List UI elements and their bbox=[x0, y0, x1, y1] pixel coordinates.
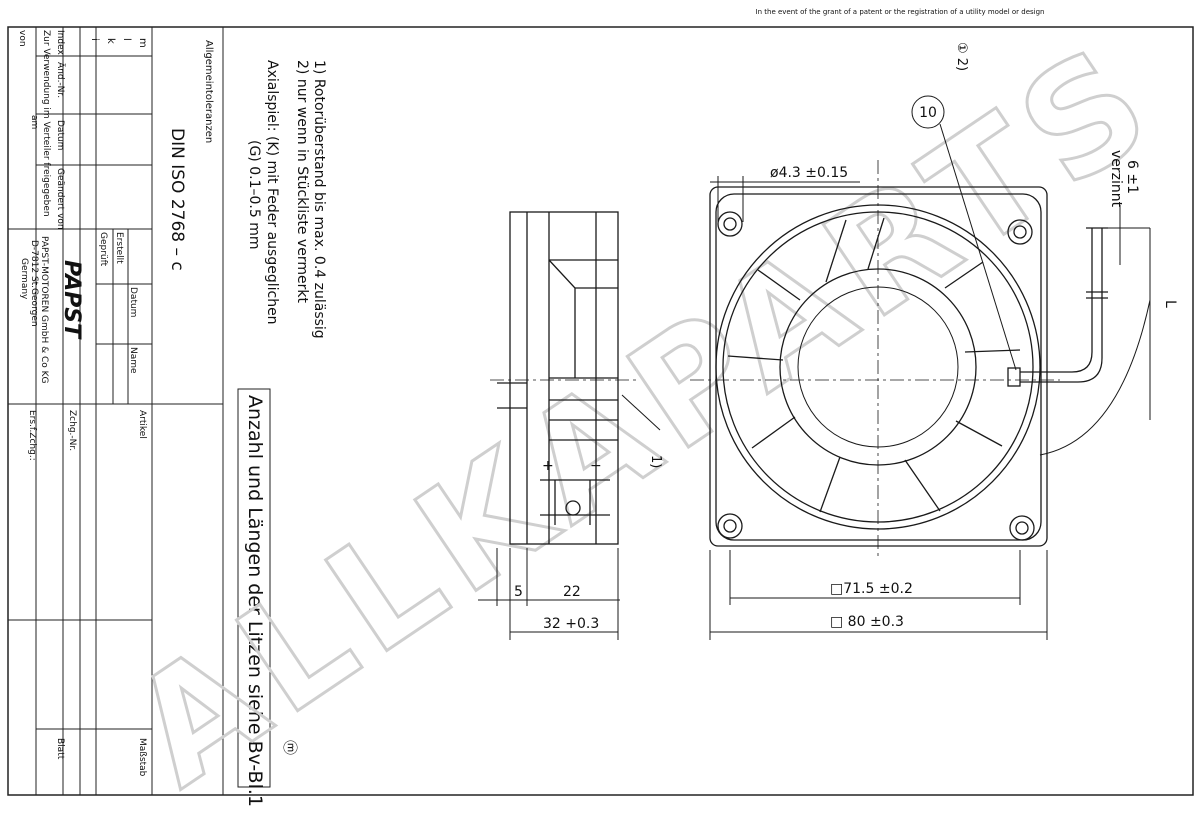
company-line3: Germany bbox=[19, 258, 29, 300]
sheet-label: Blatt bbox=[55, 738, 65, 760]
company-logo: PAPST bbox=[59, 260, 84, 340]
notes: 1) Rotorüberstand bis max. 0.4 zulässig … bbox=[237, 60, 327, 807]
front-dimensions bbox=[709, 95, 1151, 640]
size-dim: □ 80 ±0.3 bbox=[830, 614, 904, 630]
side-view-labels: + − 1) bbox=[542, 455, 663, 474]
side-dimension-labels: 5 22 32 +0.3 bbox=[514, 584, 599, 632]
checked-label: Geprüft bbox=[98, 232, 108, 267]
wire-length-label: L bbox=[1162, 300, 1178, 308]
note-axial-play-g: (G) 0.1–0.5 mm bbox=[246, 140, 262, 249]
title-block-text: Allgemeintoleranzen DIN ISO 2768 – c m l… bbox=[17, 30, 214, 777]
date-label: Datum bbox=[128, 287, 138, 317]
dim-32: 32 +0.3 bbox=[543, 616, 599, 632]
wire-note-box bbox=[237, 388, 271, 788]
company-line2: D-7812 St.Georgen bbox=[29, 240, 39, 327]
tolerance-standard: DIN ISO 2768 – c bbox=[167, 128, 187, 271]
note-axial-play: Axialspiel: (K) mit Feder ausgeglichen bbox=[264, 60, 280, 325]
article-label: Artikel bbox=[137, 410, 147, 439]
release-am: am bbox=[29, 115, 39, 129]
strip-label: verzinnt bbox=[1108, 150, 1124, 208]
strip-dim: 6 ±1 bbox=[1124, 160, 1140, 194]
replacement-label: Ers.f.Zchg.: bbox=[27, 410, 37, 461]
revision-row-l: l bbox=[121, 38, 132, 41]
position-balloon: 10 bbox=[919, 105, 937, 121]
polarity-plus: + bbox=[542, 458, 554, 474]
dim-22: 22 bbox=[563, 584, 581, 600]
drawing-no-label: Zchg.-Nr. bbox=[67, 410, 77, 451]
pitch-dim: □71.5 ±0.2 bbox=[830, 581, 913, 597]
ref-mark: ⓜ bbox=[281, 740, 299, 755]
created-label: Erstellt bbox=[114, 232, 124, 264]
title-block bbox=[8, 27, 224, 795]
side-note-ref: 1) bbox=[648, 455, 663, 468]
dim-5: 5 bbox=[514, 584, 523, 600]
release-von: von bbox=[17, 30, 27, 47]
balloon-note: ① 2) bbox=[954, 42, 969, 71]
hole-diameter-dim: ø4.3 ±0.15 bbox=[770, 165, 848, 181]
wire-note: Anzahl und Längen der Litzen siehe Bv-Bl… bbox=[244, 395, 266, 807]
side-view bbox=[490, 211, 661, 545]
revision-row-m: m bbox=[137, 38, 148, 48]
company-line1: PAPST-MOTOREN GmbH & Co KG bbox=[39, 236, 49, 384]
front-dimension-labels: ø4.3 ±0.15 □71.5 ±0.2 □ 80 ±0.3 10 ① 2) … bbox=[770, 42, 1178, 630]
note-rotor-overhang: 1) Rotorüberstand bis max. 0.4 zulässig bbox=[311, 60, 327, 339]
revision-row-k: k bbox=[105, 38, 116, 44]
sheet-border bbox=[7, 26, 1194, 796]
header-note: In the event of the grant of a patent or… bbox=[756, 8, 1045, 16]
general-tolerances-label: Allgemeintoleranzen bbox=[203, 40, 214, 143]
col-date: Datum bbox=[55, 120, 65, 150]
note-parts-list: 2) nur wenn in Stückliste vermerkt bbox=[294, 60, 310, 303]
fan-front-view bbox=[690, 160, 1108, 560]
polarity-minus: − bbox=[590, 458, 602, 474]
col-index: Index bbox=[55, 30, 65, 55]
release-label: Zur Verwendung im Verteiler freigegeben bbox=[41, 30, 51, 217]
side-dimensions bbox=[478, 548, 620, 640]
revision-row-i: i bbox=[89, 38, 100, 41]
col-changed-by: Geändert von bbox=[55, 168, 65, 230]
scale-label: Maßstab bbox=[137, 738, 147, 777]
name-label: Name bbox=[128, 347, 138, 374]
col-change-no: Änd.-Nr. bbox=[55, 62, 66, 98]
